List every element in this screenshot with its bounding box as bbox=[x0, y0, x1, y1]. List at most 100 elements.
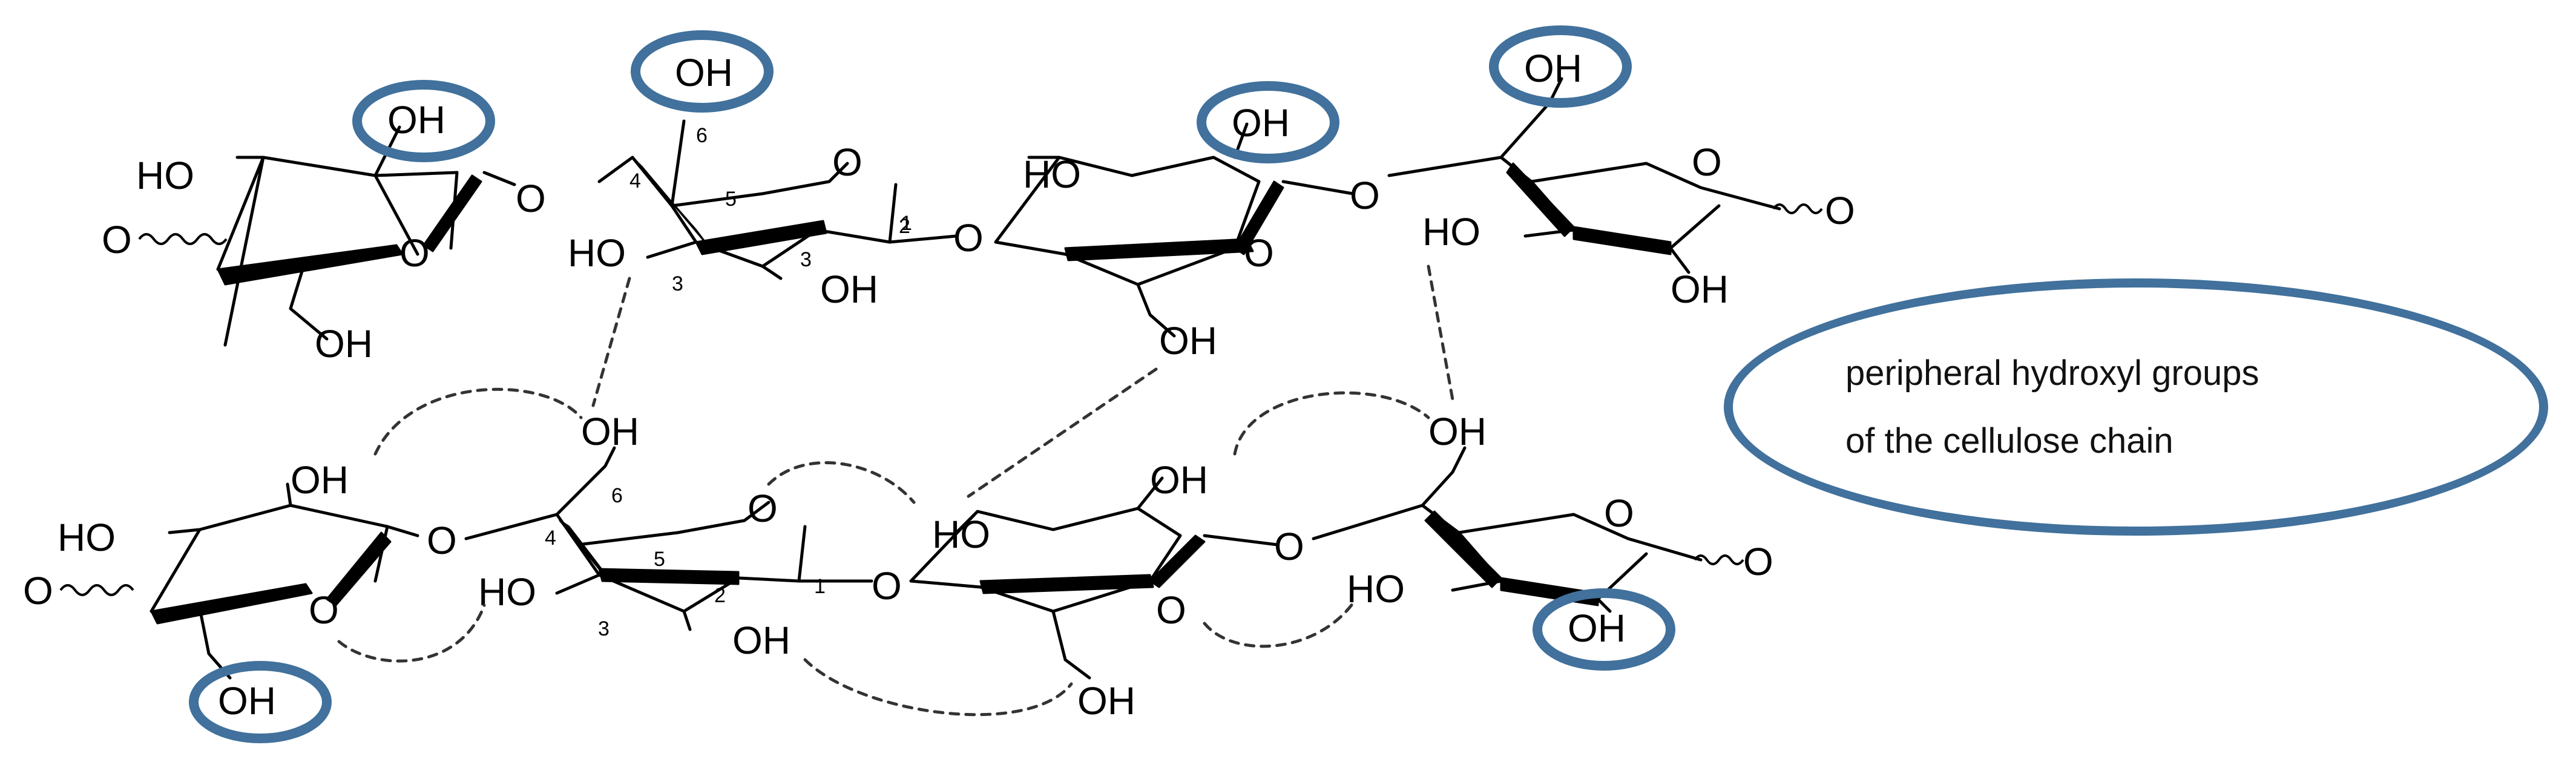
carbon-number: 2 bbox=[899, 215, 910, 238]
carbon-number: 6 bbox=[696, 124, 708, 147]
atom-label: O bbox=[1350, 174, 1380, 217]
wedge-bond bbox=[1234, 180, 1284, 255]
carbon-number: 2 bbox=[714, 584, 726, 607]
carbon-number: 4 bbox=[545, 527, 556, 550]
atom-label: O bbox=[399, 231, 430, 275]
carbon-number: 6 bbox=[611, 484, 623, 507]
carbon-number: 4 bbox=[629, 169, 641, 192]
intermolecular-hydrogen-bond bbox=[1427, 264, 1454, 401]
legend-ellipse: peripheral hydroxyl groups of the cellul… bbox=[1724, 278, 2548, 536]
wedge-bond bbox=[326, 531, 392, 606]
carbon-number: 3 bbox=[800, 248, 812, 271]
glucose-ring: O HO OH OH O bbox=[1387, 47, 1855, 311]
atom-label: HO bbox=[932, 513, 990, 556]
atom-label: OH bbox=[291, 458, 349, 502]
intramolecular-hydrogen-bond bbox=[767, 461, 916, 504]
atom-label: O bbox=[1244, 231, 1274, 275]
atom-label: O bbox=[23, 569, 53, 613]
substituent-bonds bbox=[1523, 228, 1690, 274]
highlight-ellipse bbox=[631, 30, 774, 113]
atom-label: O bbox=[748, 487, 778, 530]
carbon-number: 1 bbox=[814, 575, 826, 598]
highlight-ellipse bbox=[1533, 588, 1675, 671]
glucose-ring: O HO OH OH O 4 6 5 2 3 1 3 bbox=[568, 51, 984, 311]
atom-label: OH bbox=[1150, 458, 1208, 502]
atom-label: O bbox=[1692, 140, 1722, 184]
atom-label: OH bbox=[1159, 319, 1217, 363]
upper-chain: HO O O OH OH O O HO OH OH O 4 6 5 2 3 1 … bbox=[102, 47, 1855, 366]
wedge-bond bbox=[1506, 162, 1575, 237]
highlight-ellipse bbox=[352, 80, 495, 162]
atom-label: HO bbox=[478, 570, 536, 614]
intermolecular-hydrogen-bond bbox=[967, 367, 1158, 498]
hydrogen-bonds bbox=[337, 264, 1454, 717]
substituent-bonds bbox=[555, 525, 873, 631]
atom-label: HO bbox=[568, 231, 626, 275]
atom-label: O bbox=[102, 218, 132, 261]
highlight-ellipse bbox=[189, 661, 332, 743]
atom-label: O bbox=[1156, 588, 1186, 632]
carbon-number: 5 bbox=[725, 188, 737, 211]
atom-label: OH bbox=[675, 51, 733, 94]
substituent-bonds bbox=[235, 125, 516, 341]
peripheral-hydroxyl-highlights bbox=[189, 25, 1675, 743]
atom-label: O bbox=[872, 564, 902, 608]
wedge-bond bbox=[217, 244, 404, 286]
wavy-bond bbox=[59, 584, 134, 596]
glucose-ring: HO O OH OH O bbox=[909, 458, 1304, 723]
atom-label: O bbox=[1825, 189, 1855, 232]
carbon-number: 1 bbox=[901, 212, 912, 235]
wedge-bond bbox=[695, 220, 827, 255]
intramolecular-hydrogen-bond bbox=[337, 603, 486, 663]
intramolecular-hydrogen-bond bbox=[803, 658, 1073, 717]
atom-label: O bbox=[832, 140, 862, 184]
intramolecular-hydrogen-bond bbox=[1203, 597, 1358, 648]
wedge-bond bbox=[1572, 226, 1672, 255]
highlight-ellipse bbox=[1197, 81, 1339, 163]
atom-label: OH bbox=[1671, 268, 1729, 311]
atom-label: OH bbox=[1077, 679, 1135, 723]
wedge-bond bbox=[1064, 238, 1254, 261]
lower-chain: HO O OH O OH O O HO OH OH O 6 4 5 3 2 1 bbox=[23, 410, 1773, 723]
legend-text: peripheral hydroxyl groups of the cellul… bbox=[1821, 340, 2451, 475]
atom-label: O bbox=[427, 519, 457, 562]
wedge-bond bbox=[631, 156, 706, 243]
ring-bonds bbox=[150, 482, 419, 613]
wavy-bond bbox=[138, 233, 228, 245]
atom-label: O bbox=[309, 588, 339, 632]
carbon-number: 3 bbox=[672, 272, 683, 295]
glucose-ring: HO O OH O OH O bbox=[23, 458, 457, 723]
atom-label: OH bbox=[1232, 101, 1290, 145]
substituent-bonds bbox=[646, 119, 958, 280]
substituent-bonds bbox=[1451, 579, 1612, 613]
atom-label: HO bbox=[1422, 210, 1480, 254]
glucose-ring: O HO OH OH O 6 4 5 3 2 1 bbox=[464, 410, 902, 662]
atom-label: HO bbox=[1023, 153, 1081, 196]
wedge-bond bbox=[1424, 510, 1502, 588]
intramolecular-hydrogen-bond bbox=[1233, 391, 1430, 456]
substituent-bonds bbox=[1051, 476, 1279, 680]
wedge-bond bbox=[1149, 534, 1206, 588]
legend-line: of the cellulose chain bbox=[1845, 421, 2174, 461]
atom-label: OH bbox=[387, 98, 445, 142]
atom-label: O bbox=[1604, 491, 1634, 535]
legend-line: peripheral hydroxyl groups bbox=[1845, 353, 2259, 393]
wedge-bond bbox=[979, 574, 1154, 594]
atom-label: O bbox=[516, 177, 546, 220]
highlight-ellipse bbox=[1489, 25, 1632, 108]
atom-label: HO bbox=[1347, 567, 1405, 611]
atom-label: OH bbox=[732, 619, 790, 662]
atom-label: O bbox=[953, 216, 984, 260]
atom-label: OH bbox=[820, 268, 878, 311]
atom-label: OH bbox=[1568, 606, 1626, 650]
intramolecular-hydrogen-bond bbox=[373, 387, 583, 456]
wedge-bond bbox=[150, 583, 313, 625]
glucose-ring: O HO OH OH O bbox=[1312, 410, 1773, 650]
atom-label: O bbox=[1743, 540, 1773, 583]
atom-label: OH bbox=[1524, 47, 1582, 90]
glucose-ring: HO O OH OH O bbox=[994, 101, 1380, 363]
atom-label: O bbox=[1274, 525, 1304, 568]
wedge-bond bbox=[598, 568, 740, 585]
atom-label: HO bbox=[58, 516, 116, 559]
